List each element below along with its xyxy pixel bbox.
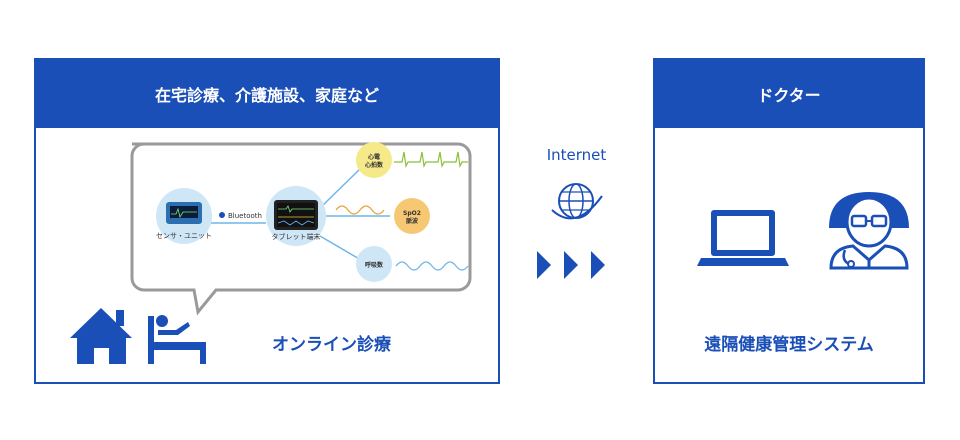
internet-label: Internet: [546, 146, 607, 164]
bluetooth-badge: Bluetooth: [219, 212, 262, 220]
ecg-node: 心電 心拍数: [356, 142, 468, 178]
ecg-label-2: 心拍数: [365, 161, 384, 169]
ecg-waveform: [394, 151, 468, 168]
house-icon: [70, 308, 132, 364]
bluetooth-label: Bluetooth: [228, 212, 262, 220]
doctor-panel: ドクター 遠隔健康管理システム: [653, 58, 925, 384]
tablet-device: タブレット端末: [266, 186, 326, 246]
spo2-label-2: 脈波: [406, 217, 419, 225]
spo2-label-1: SpO2: [403, 210, 421, 217]
doctor-icon: [829, 192, 909, 270]
ecg-label-1: 心電: [368, 153, 380, 161]
patient-bed-icon: [148, 315, 206, 364]
online-care-caption: オンライン診療: [272, 335, 391, 355]
globe-icon: [551, 183, 603, 220]
doctor-header: ドクター: [655, 60, 923, 128]
respiration-waveform: [395, 261, 469, 271]
home-care-header: 在宅診療、介護施設、家庭など: [36, 60, 498, 128]
pulse-waveform: [335, 205, 385, 215]
spo2-node: SpO2 脈波: [335, 198, 430, 234]
respiration-label: 呼吸数: [365, 261, 384, 269]
remote-health-caption: 遠隔健康管理システム: [704, 335, 874, 355]
monitoring-bubble: センサ・ユニット Bluetooth タブレット端末 心電 心拍数 Sp: [70, 142, 472, 364]
internet-connection: Internet: [500, 58, 653, 384]
sensor-unit: センサ・ユニット: [156, 188, 212, 244]
laptop-icon: [697, 210, 789, 266]
respiration-node: 呼吸数: [356, 246, 469, 282]
home-care-panel: 在宅診療、介護施設、家庭など センサ・ユニット Bluetooth: [34, 58, 500, 384]
tablet-label: タブレット端末: [272, 232, 321, 241]
arrow-right-icon: [537, 251, 605, 279]
sensor-unit-label: センサ・ユニット: [156, 232, 212, 240]
